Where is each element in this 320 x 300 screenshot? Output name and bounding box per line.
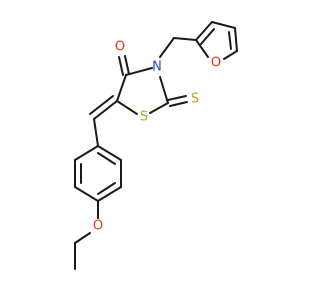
atom-o-ether: O [93,219,103,234]
bond-ar-6-1 [97,145,122,161]
bond-c4-n3 [125,67,153,76]
bond-fur-c4-c5-a [234,27,238,52]
atom-n-ring: N [152,60,162,75]
bond-c4-o-a [118,56,124,76]
bond-s1-c5 [116,100,138,115]
bond-ch2-furan [173,37,197,41]
bond-fur-c2-c3-a [195,21,213,41]
atom-s-ring: S [140,110,148,125]
bonds [74,21,238,270]
bond-n-ch2 [159,37,175,58]
bond-exo-a [93,100,118,120]
bond-c2-s-a [167,95,187,101]
bond-c2-s-b [169,101,188,107]
bond-c2-s1 [149,102,169,114]
bond-ch-ar [93,118,99,147]
bond-fur-c2-c3-b [200,28,215,45]
bond-fur-c5-o [223,50,238,60]
bond-fur-c3-c4 [211,21,236,29]
molecule-structure: O N S S O O [74,21,238,270]
bond-o-ch2 [74,232,91,244]
bond-ar-4-5-inner [97,182,116,195]
atom-o-carbonyl: O [115,40,125,55]
atom-o-furan: O [211,56,221,71]
bond-fur-c4-c5-b [228,31,232,50]
bond-fur-o-c2 [195,39,209,58]
bond-ar-6-1-inner [97,152,116,165]
atom-s-thione: S [191,92,199,107]
bond-n3-c2 [159,76,169,104]
bond-c5-c4 [116,74,127,102]
bond-ar-3-4 [74,186,99,202]
bond-ar-4-5 [97,186,122,202]
bond-ar-1-2 [74,145,99,161]
bond-exo-b [89,95,114,115]
atom-labels: O N S S O O [93,40,221,234]
bond-c4-o-b [124,55,130,75]
